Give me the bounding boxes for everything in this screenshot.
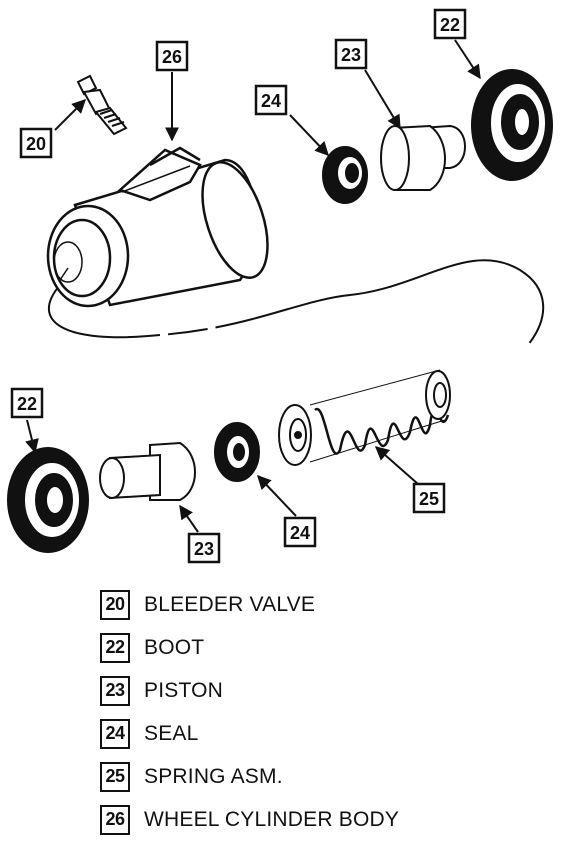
legend-row: 24 SEAL <box>100 712 540 755</box>
leader-line-24-top <box>289 114 329 157</box>
callout-box-23-bottom <box>187 532 221 564</box>
seal-part-top <box>322 146 368 204</box>
legend-number: 25 <box>100 761 130 792</box>
legend-row: 26 WHEEL CYLINDER BODY <box>100 798 540 841</box>
callout-label-22-top: 22 <box>440 15 460 35</box>
legend-label: PISTON <box>144 678 223 702</box>
callout-label-24-bottom: 24 <box>290 523 310 543</box>
legend-row: 22 BOOT <box>100 626 540 669</box>
wheel-cylinder-body-part <box>46 146 269 308</box>
legend-label: WHEEL CYLINDER BODY <box>144 807 400 831</box>
callout-label-24-top: 24 <box>261 91 281 111</box>
legend-number: 23 <box>100 675 130 706</box>
piston-part-top <box>380 124 466 191</box>
legend-number: 24 <box>100 718 130 749</box>
callout-label-20: 20 <box>26 134 46 154</box>
legend-number: 20 <box>100 589 130 620</box>
callout-box-22-left <box>10 387 44 419</box>
leader-line-20 <box>54 99 86 131</box>
leader-line-25 <box>374 446 419 485</box>
seal-part-bottom <box>214 422 260 482</box>
callout-box-26 <box>155 40 189 72</box>
leader-line-24-bottom <box>257 474 297 517</box>
leader-line-22-left <box>25 419 39 454</box>
callout-box-25 <box>412 482 446 514</box>
legend-number: 22 <box>100 632 130 663</box>
legend-label: BOOT <box>144 635 205 659</box>
callout-label-25: 25 <box>419 489 439 509</box>
boot-part-top <box>471 69 553 181</box>
piston-part-bottom <box>99 441 196 501</box>
callout-label-23-bottom: 23 <box>194 539 214 559</box>
callout-label-22-left: 22 <box>17 394 37 414</box>
callout-box-20 <box>19 127 53 159</box>
legend-row: 20 BLEEDER VALVE <box>100 583 540 626</box>
callout-box-22-top <box>433 8 467 40</box>
leader-line-23-top <box>364 69 401 130</box>
callout-box-24-top <box>254 84 288 116</box>
legend-row: 23 PISTON <box>100 669 540 712</box>
legend-label: BLEEDER VALVE <box>144 592 316 616</box>
callout-label-23-top: 23 <box>341 45 361 65</box>
legend-label: SPRING ASM. <box>144 764 283 788</box>
legend-number: 26 <box>100 804 130 835</box>
callout-box-23-top <box>334 38 368 70</box>
bleeder-valve-part <box>76 74 128 136</box>
callout-label-26: 26 <box>162 47 182 67</box>
assembly-guide-line <box>48 259 545 394</box>
leader-line-23-bottom <box>179 504 199 533</box>
parts-legend: 20 BLEEDER VALVE 22 BOOT 23 PISTON 24 SE… <box>100 583 540 841</box>
leader-line-22-top <box>454 39 481 80</box>
callout-box-24-bottom <box>283 516 317 548</box>
boot-part-bottom <box>7 447 89 553</box>
legend-row: 25 SPRING ASM. <box>100 755 540 798</box>
spring-assembly-part <box>278 369 451 466</box>
legend-label: SEAL <box>144 721 199 745</box>
